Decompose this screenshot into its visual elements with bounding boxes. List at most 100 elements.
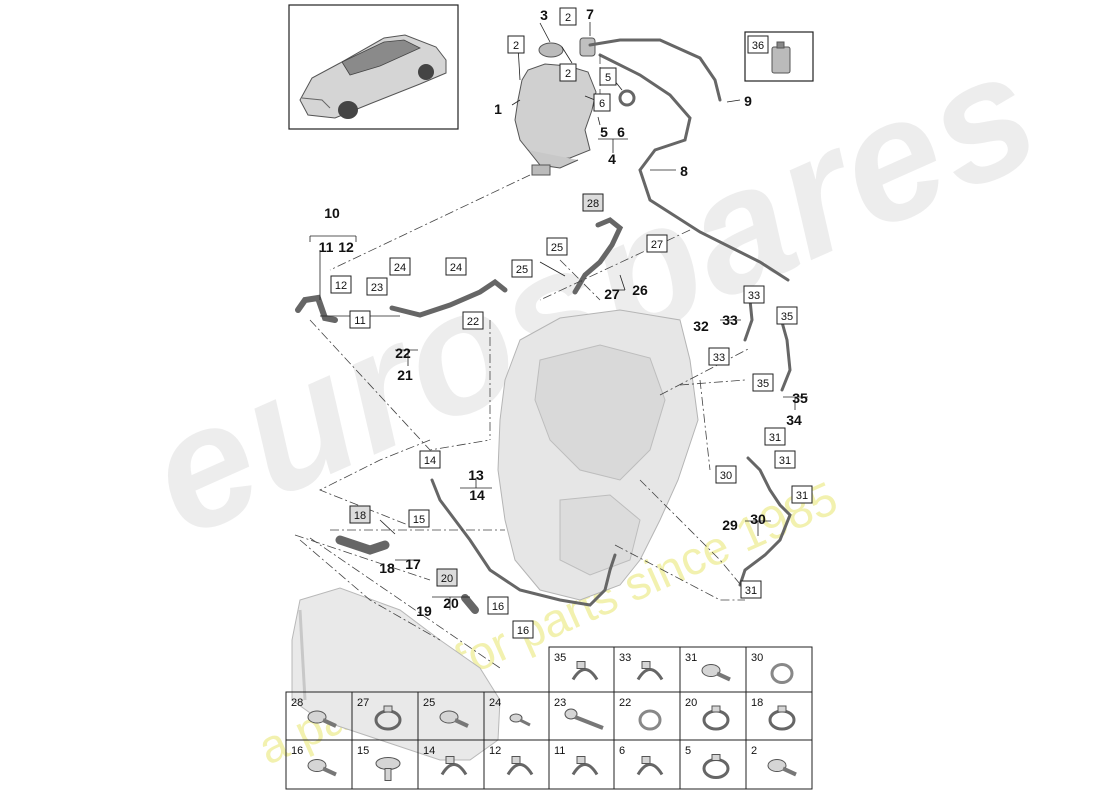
hardware-cell-number: 27 (357, 697, 369, 709)
hardware-cell-20: 20 (679, 692, 730, 740)
callout-box-label: 16 (517, 625, 529, 637)
hardware-cell-number: 5 (685, 745, 691, 757)
hardware-cell-2: 2 (745, 740, 797, 789)
callout-number-7: 7 (586, 6, 594, 22)
hardware-cell-number: 16 (291, 745, 303, 757)
callout-number-13: 13 (468, 467, 484, 483)
callout-box-label: 14 (424, 455, 436, 467)
hardware-clamp-band-icon (702, 754, 730, 779)
callout-box-31: 31 (764, 427, 786, 446)
hardware-cell-22: 22 (613, 692, 662, 740)
hardware-cell-number: 24 (489, 697, 501, 709)
hardware-cell-14: 14 (417, 740, 468, 789)
callout-number-26: 26 (632, 282, 648, 298)
callout-box-2: 2 (559, 7, 577, 26)
hardware-clamp-spring-icon (571, 661, 599, 681)
hardware-cell-number: 11 (554, 745, 565, 757)
hardware-cell-number: 28 (291, 697, 303, 709)
car-thumbnail-frame (288, 4, 459, 130)
hardware-ring-icon (638, 709, 662, 731)
hardware-clamp-spring-icon (636, 756, 664, 776)
hardware-cell-6: 6 (613, 740, 664, 789)
hardware-cell-number: 23 (554, 697, 566, 709)
callout-box-25: 25 (546, 237, 568, 256)
callout-number-10: 10 (324, 205, 340, 221)
callout-box-15: 15 (408, 509, 430, 528)
callout-box-27: 27 (646, 234, 668, 253)
callout-box-label: 15 (413, 514, 425, 526)
callout-number-5: 5 (600, 124, 608, 140)
callout-number-19: 19 (416, 603, 432, 619)
coolant-reservoir-icon (514, 37, 636, 176)
callout-box-label: 24 (394, 262, 406, 274)
callout-box-24: 24 (445, 257, 467, 276)
callout-box-label: 30 (720, 470, 732, 482)
hardware-cell-number: 20 (685, 697, 697, 709)
hardware-clamp-band-icon (768, 705, 796, 731)
callout-number-32: 32 (693, 318, 709, 334)
callout-box-label: 20 (441, 573, 453, 585)
oil-bottle-frame (744, 31, 814, 82)
hardware-cell-number: 18 (751, 697, 763, 709)
callout-box-label: 18 (354, 510, 366, 522)
callout-box-label: 31 (779, 455, 791, 467)
callout-box-5: 5 (599, 67, 617, 86)
callout-box-6: 6 (593, 93, 611, 112)
callout-box-20: 20 (436, 568, 458, 587)
callout-number-30: 30 (750, 511, 766, 527)
hardware-rivet-clip-icon (375, 757, 401, 781)
callout-box-label: 16 (492, 601, 504, 613)
callout-box-label: 25 (516, 264, 528, 276)
hardware-clamp-spring-icon (636, 661, 664, 681)
fluid-bottle-icon (771, 41, 791, 74)
hardware-bolt-long-icon (564, 708, 604, 730)
callout-box-22: 22 (462, 311, 484, 330)
callout-box-label: 35 (781, 311, 793, 323)
callout-box-23: 23 (366, 277, 388, 296)
callout-number-22: 22 (395, 345, 411, 361)
hardware-cell-number: 31 (685, 652, 697, 664)
hardware-clamp-band-icon (374, 705, 402, 731)
callout-box-14: 14 (419, 450, 441, 469)
callout-number-17: 17 (405, 556, 421, 572)
callout-number-6: 6 (617, 124, 625, 140)
callout-number-34: 34 (786, 412, 802, 428)
hardware-cell-number: 2 (751, 745, 757, 757)
callout-box-35: 35 (752, 373, 774, 392)
callout-box-label: 27 (651, 239, 663, 251)
hardware-screw-flange-icon (307, 759, 337, 777)
hardware-cell-number: 30 (751, 652, 763, 664)
callout-box-label: 2 (513, 40, 519, 52)
callout-box-label: 25 (551, 242, 563, 254)
hardware-cell-number: 35 (554, 652, 566, 664)
callout-box-label: 6 (599, 98, 605, 110)
hardware-cell-number: 25 (423, 697, 435, 709)
callout-box-label: 31 (745, 585, 757, 597)
callout-box-label: 31 (796, 490, 808, 502)
hardware-cell-number: 6 (619, 745, 625, 757)
callout-number-11: 11 (319, 239, 334, 255)
hardware-cell-number: 15 (357, 745, 369, 757)
callout-box-label: 35 (757, 378, 769, 390)
hardware-cell-35: 35 (554, 652, 599, 681)
callout-box-31: 31 (774, 450, 796, 469)
callout-box-label: 22 (467, 316, 479, 328)
car-thumbnail-icon (299, 34, 447, 119)
callout-number-18: 18 (379, 560, 395, 576)
callout-box-12: 12 (330, 275, 352, 294)
callout-number-33: 33 (722, 312, 738, 328)
hardware-screw-hex-icon (767, 759, 797, 777)
callout-box-label: 2 (565, 12, 571, 24)
hardware-cell-18: 18 (745, 692, 796, 740)
callout-number-35: 35 (792, 390, 808, 406)
callout-box-33: 33 (743, 285, 765, 304)
hardware-cell-25: 25 (417, 692, 469, 740)
callout-box-label: 28 (587, 198, 599, 210)
hardware-cell-27: 27 (351, 692, 402, 740)
hardware-screw-small-icon (509, 713, 531, 727)
hardware-ring-icon (770, 663, 794, 684)
callout-box-28: 28 (582, 193, 604, 212)
